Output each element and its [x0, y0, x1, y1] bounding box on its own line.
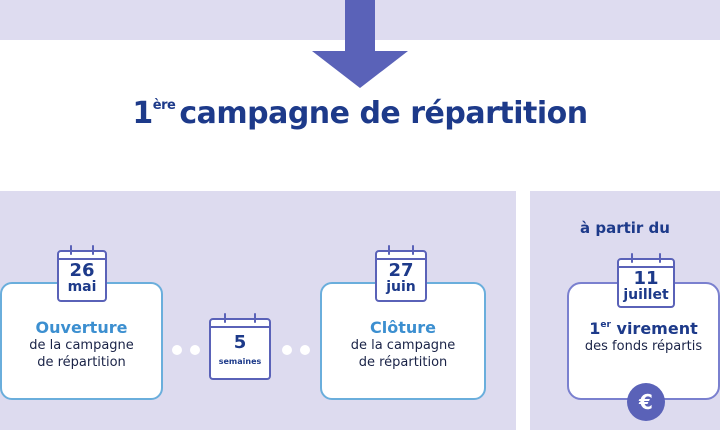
calendar-icon: 26 mai — [57, 245, 107, 302]
opening-desc: de la campagne de répartition — [29, 338, 134, 370]
connector-dot — [300, 345, 310, 355]
connector-dot — [282, 345, 292, 355]
closing-month: juin — [386, 279, 416, 295]
title-sup: ère — [152, 98, 176, 113]
payment-label: 1er virement — [589, 319, 698, 338]
dashed-separator — [519, 191, 527, 430]
title-number: 1 — [132, 96, 153, 131]
duration-calendar-icon: 5 semaines — [209, 313, 271, 380]
connector-dot — [190, 345, 200, 355]
opening-month: mai — [67, 279, 97, 295]
closing-desc: de la campagne de répartition — [350, 338, 456, 370]
closing-day: 27 — [388, 260, 414, 281]
euro-icon: € — [627, 383, 665, 421]
opening-label: Ouverture — [35, 318, 128, 337]
calendar-icon: 11 juillet — [617, 253, 675, 308]
duration-unit: semaines — [218, 357, 262, 366]
title-text: campagne de répartition — [179, 96, 588, 131]
payment-desc: des fonds répartis — [584, 339, 703, 354]
opening-day: 26 — [69, 260, 95, 281]
connector-dot — [172, 345, 182, 355]
closing-label: Clôture — [370, 318, 436, 337]
payment-day: 11 — [633, 268, 659, 289]
payment-month: juillet — [623, 287, 669, 303]
down-arrow-icon — [312, 0, 408, 88]
payment-intro: à partir du — [580, 219, 670, 237]
calendar-icon: 27 juin — [375, 245, 427, 302]
duration-value: 5 — [233, 332, 247, 353]
